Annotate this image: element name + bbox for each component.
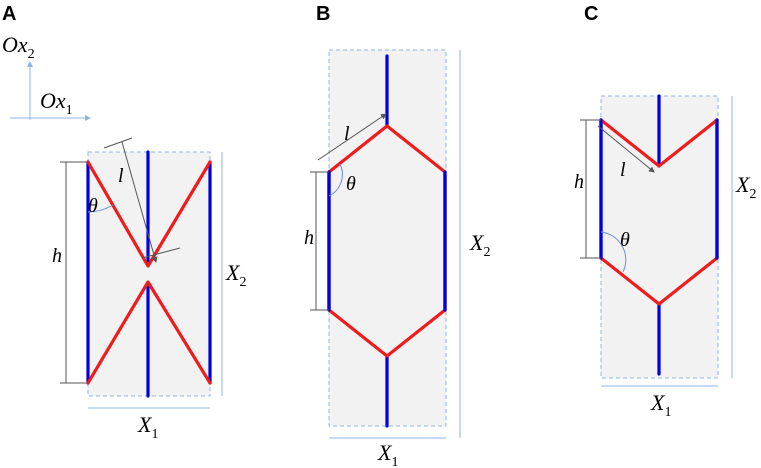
panel-b-l-label: l [344,123,350,145]
panel-a-x1-label: X1 [137,412,158,442]
panel-a-h-label: h [52,245,62,267]
panel-a-theta-arc [87,204,114,213]
panel-c-l-dimension [597,125,655,173]
panel-c-l-label: l [620,159,626,181]
panel-c-theta-arc [600,231,627,273]
panel-a-upper-chevron [86,160,212,268]
panel-b-theta-label: θ [346,173,356,195]
panel-a-x2-label: X2 [225,260,246,290]
panel-b-label: B [316,3,330,25]
panel-b-x1-label: X1 [377,440,398,468]
panel-b-x2-label: X2 [469,230,490,260]
panel-c-label: C [584,3,598,25]
panel-c-lower-chevron [599,256,719,306]
panel-b-h-label: h [304,227,314,249]
panel-a-l-label: l [118,165,124,187]
panel-c-upper-chevron [599,118,719,168]
x2-axis-label: Ox2 [2,32,35,62]
panel-a-lower-chevron [86,280,212,385]
panel-a: A h l θ X1 X2 [2,3,246,442]
panel-b-l-dimension [317,113,387,161]
panel-b-theta-arc [328,163,343,197]
panel-a-l-dimension [121,141,158,263]
panel-a-label: A [2,3,16,25]
panel-c: C h l θ X1 X2 [574,3,756,420]
panel-c-h-label: h [574,171,584,193]
coordinate-axes: Ox2 Ox1 [2,32,91,121]
x1-axis-label: Ox1 [40,88,73,118]
panel-b: B h l θ X1 X2 [304,3,490,468]
panel-c-theta-label: θ [620,229,630,251]
panel-c-x1-label: X1 [650,390,671,420]
panel-a-theta-label: θ [88,195,98,217]
panel-c-x2-label: X2 [735,172,756,202]
